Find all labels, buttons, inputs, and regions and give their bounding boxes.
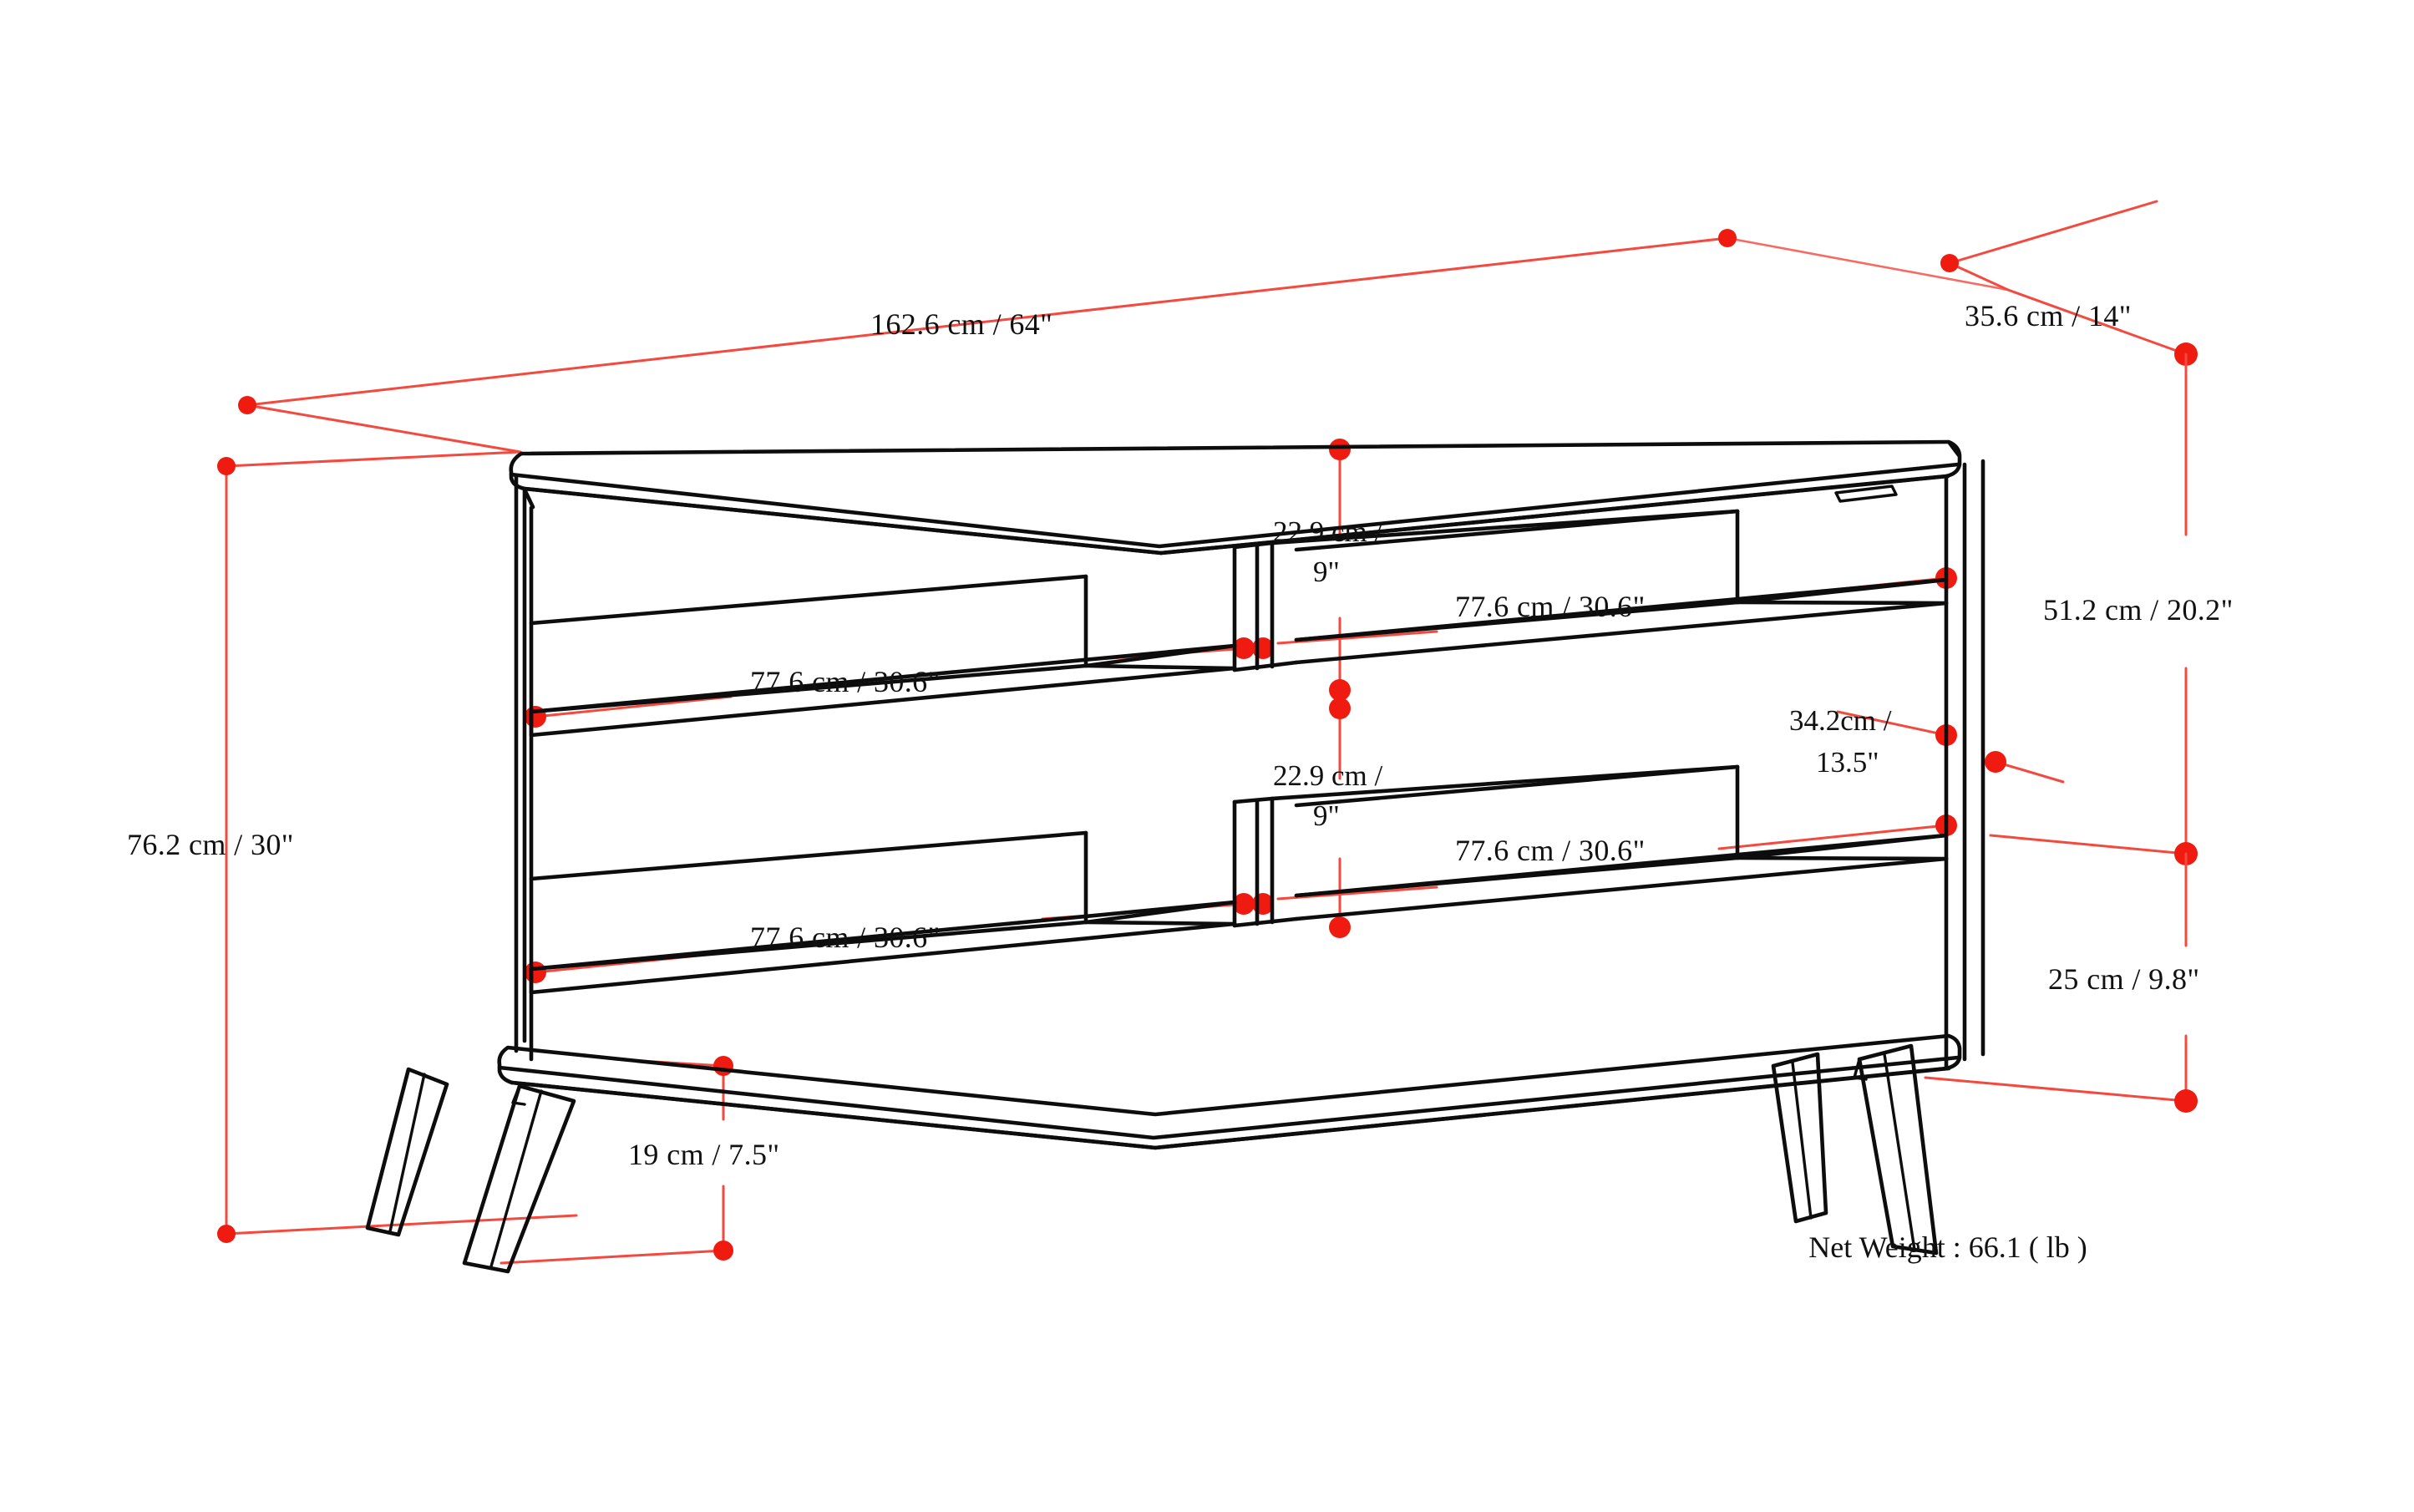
middle-shelf-left-back-edge [529, 574, 1088, 626]
divider-low-gap-top [1232, 916, 1299, 928]
leg-right-front-body [1857, 1043, 1939, 1256]
lower-shelf-left-inner-corner [1083, 920, 1237, 926]
depth-dot-left [1940, 254, 1959, 272]
net-weight-label: Net Weight : 66.1 ( lb ) [1808, 1230, 2087, 1264]
lower-shelf-left-back-edge [529, 830, 1088, 881]
label-upper-compartment-line2: 9" [1313, 556, 1340, 588]
middle-shelf-right-inner-corner [1735, 600, 1949, 606]
label-lower-compartment-line1: 22.9 cm / [1273, 759, 1383, 792]
leg-left-rear-body [365, 1067, 449, 1237]
left-panel-top-join [522, 487, 535, 510]
top-panel-back-edge [519, 439, 1950, 456]
leg-right-rear-body [1771, 1052, 1828, 1224]
label-lower-right-shelf: 77.6 cm / 30.6" [1455, 834, 1646, 867]
right-side-panel [1834, 459, 1985, 1071]
label-right-depth-line1: 34.2cm / [1789, 704, 1892, 737]
leg-right-rear [1771, 1052, 1828, 1224]
label-overall-depth: 35.6 cm / 14" [1965, 299, 2132, 332]
bottom-panel [497, 1033, 1962, 1150]
left-side-panel [514, 474, 535, 1062]
top-panel [509, 439, 1962, 556]
label-lower-compartment-line2: 9" [1313, 799, 1340, 832]
body-height-extension-lower [1989, 834, 2188, 855]
label-cabinet-body-height: 51.2 cm / 20.2" [2043, 593, 2234, 627]
front-leg-extension-bottom [500, 1249, 725, 1265]
lower-shelf-right-inner-corner [1735, 855, 1949, 861]
label-lower-left-shelf: 77.6 cm / 30.6" [750, 921, 941, 954]
label-upper-compartment-line1: 22.9 cm / [1273, 515, 1383, 548]
lower-right-shelf-leader-a [1276, 885, 1438, 901]
top-panel-front-lower [509, 462, 1960, 549]
width-dot-left [238, 396, 256, 414]
height-dot-bottom [217, 1225, 236, 1243]
upper-right-shelf-leader-a [1276, 630, 1438, 645]
leg-left-rear-crease [388, 1073, 426, 1233]
label-overall-width: 162.6 cm / 64" [870, 307, 1052, 341]
depth-leader [2006, 288, 2188, 356]
center-divider-panel [1232, 509, 1740, 928]
label-upper-left-shelf: 77.6 cm / 30.6" [750, 665, 941, 698]
lower-compartment-dot-top [1329, 698, 1351, 719]
divider-lower-back-to-right [1270, 764, 1740, 801]
height-top-extension [225, 450, 522, 468]
right-inner-leader-b [1994, 760, 2065, 784]
furniture-outline-layer [365, 439, 1985, 1274]
top-panel-thickness-left [522, 486, 1164, 556]
label-leg-height-right: 25 cm / 9.8" [2048, 962, 2199, 996]
width-leader-right [1726, 236, 2010, 292]
middle-shelf [529, 509, 1949, 738]
leg-left-front [462, 1083, 576, 1274]
leg-right-front-bracket [1853, 1058, 1868, 1081]
leg-left-front-body [462, 1083, 576, 1274]
leg-left-front-bracket [511, 1084, 526, 1106]
middle-shelf-front-right-lower [1294, 601, 1949, 665]
depth-leader-up [1948, 261, 2010, 292]
divider-upper-top-cap [1232, 540, 1275, 550]
label-leg-height-front: 19 cm / 7.5" [628, 1138, 779, 1171]
front-leg-dot-bottom [713, 1241, 733, 1261]
dimension-labels-layer: 162.6 cm / 64" 35.6 cm / 14" 76.2 cm / 3… [127, 299, 2234, 1264]
lower-shelf-front-left-lower [529, 921, 1237, 995]
height-dot-top [217, 457, 236, 475]
leg-right-front [1853, 1043, 1939, 1256]
lower-right-shelf-leader-b [1717, 824, 1948, 850]
upper-left-shelf-leader-a [534, 695, 733, 718]
lower-shelf [529, 764, 1949, 995]
leg-left-front-crease [489, 1089, 543, 1268]
upper-compartment-dot-bottom [1329, 679, 1351, 701]
legs-group [365, 1043, 1939, 1274]
upper-left-shelf-dot-right [1233, 637, 1255, 659]
leg-left-rear [365, 1067, 449, 1237]
bottom-panel-thickness [510, 1066, 1951, 1150]
label-right-depth-line2: 13.5" [1816, 746, 1879, 779]
divider-lower-top-cap [1232, 796, 1275, 804]
leg-right-front-crease [1883, 1053, 1916, 1251]
leg-right-rear-crease [1791, 1061, 1813, 1220]
label-upper-right-shelf: 77.6 cm / 30.6" [1455, 590, 1646, 623]
divider-mid-gap-top [1232, 660, 1299, 672]
lower-compartment-dot-bottom [1329, 916, 1351, 938]
right-inner-dot-low [1985, 751, 2006, 773]
upper-compartment-dot-top [1329, 439, 1351, 460]
width-leader-lower [246, 403, 522, 454]
label-overall-height: 76.2 cm / 30" [127, 828, 294, 861]
lower-left-shelf-dot-right [1233, 893, 1255, 915]
front-leg-dot-top [713, 1056, 733, 1076]
depth-dim-line [1948, 200, 2158, 265]
divider-upper-back-to-right [1270, 509, 1740, 545]
lower-shelf-front-right-lower [1294, 856, 1949, 921]
leg-height-extension-lower [1924, 1076, 2188, 1103]
middle-shelf-front-left-lower [529, 666, 1237, 738]
leg-height-dot-bottom [2174, 1089, 2198, 1113]
right-inner-leader-a [1836, 710, 1948, 737]
lower-left-shelf-dot-left [525, 961, 546, 983]
middle-shelf-left-inner-corner [1083, 663, 1237, 671]
width-dim-line [246, 236, 1729, 407]
right-panel-cable-notch [1834, 485, 1898, 503]
bottom-panel-front-lower [497, 1055, 1960, 1140]
width-dot-right [1718, 229, 1737, 247]
